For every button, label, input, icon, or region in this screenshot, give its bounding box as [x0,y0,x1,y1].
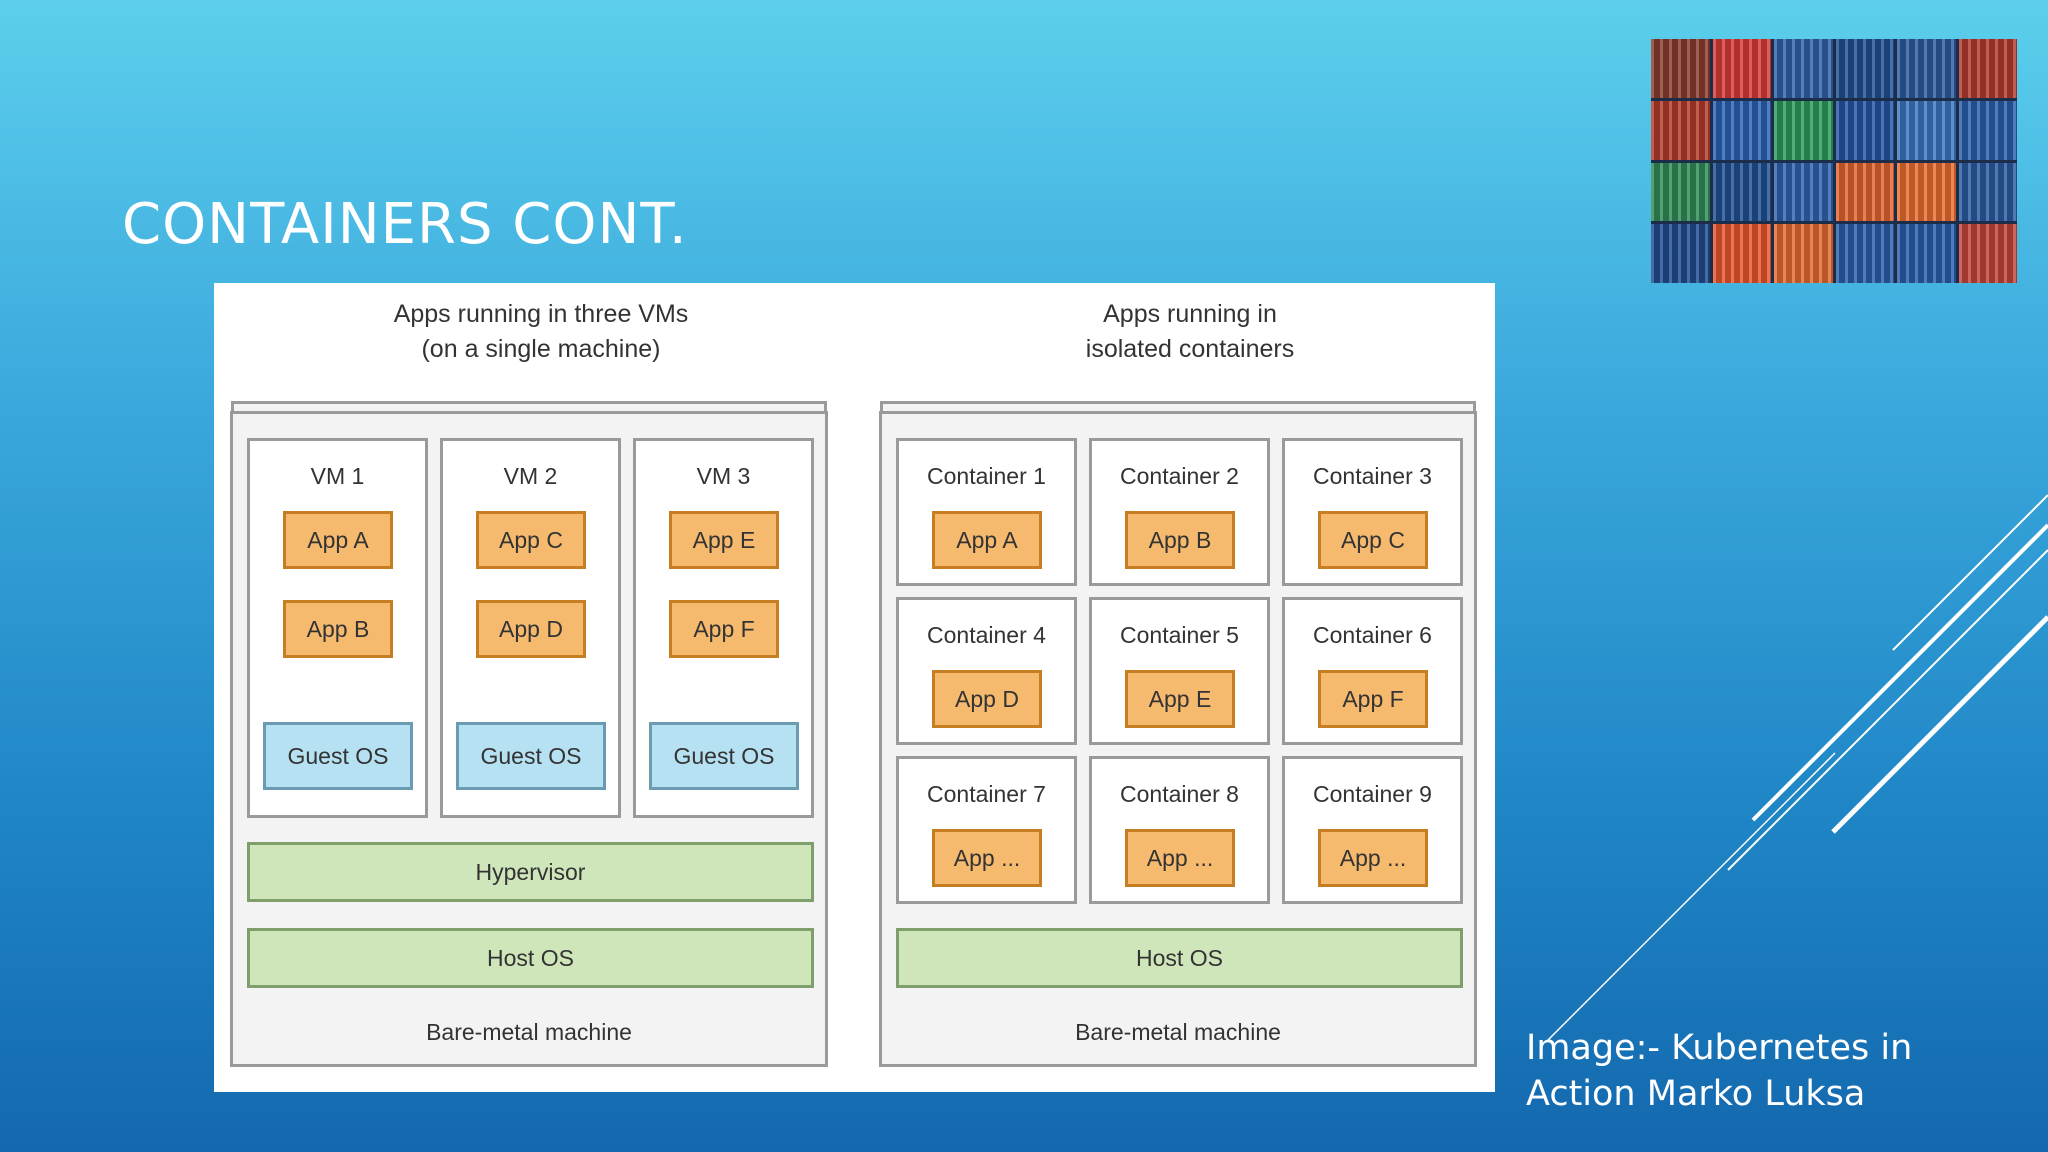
container-1-label: Container 1 [927,463,1046,489]
hypervisor-layer: Hypervisor [247,842,814,902]
container-6-app: App F [1318,670,1428,728]
container-8-box: Container 8 App ... [1089,756,1270,904]
shipping-containers-photo [1651,39,2017,283]
container-bare-metal-machine: Container 1 App A Container 2 App B Cont… [879,411,1477,1067]
vm-3-box: VM 3 App E App F Guest OS [633,438,814,818]
vm-2-app-2: App D [476,600,586,658]
container-machine-roof [880,401,1476,413]
vm-bare-metal-machine: VM 1 App A App B Guest OS VM 2 App C App… [230,411,828,1067]
container-caption-line1: Apps running in [1103,300,1277,328]
vm-3-app-2: App F [669,600,779,658]
container-caption-line2: isolated containers [1085,335,1295,363]
container-1-box: Container 1 App A [896,438,1077,586]
vm-caption-line2: (on a single machine) [421,335,661,363]
container-9-box: Container 9 App ... [1282,756,1463,904]
vm-side-caption: Apps running in three VMs (on a single m… [331,297,751,367]
vm-3-guest-os: Guest OS [649,722,799,790]
container-4-app: App D [932,670,1042,728]
container-1-app: App A [932,511,1042,569]
vm-2-box: VM 2 App C App D Guest OS [440,438,621,818]
container-2-label: Container 2 [1120,463,1239,489]
image-credit: Image:- Kubernetes in Action Marko Luksa [1526,1025,2026,1117]
container-host-os-layer: Host OS [896,928,1463,988]
vm-caption-line1: Apps running in three VMs [393,300,689,328]
vm-3-label: VM 3 [696,463,751,489]
container-5-box: Container 5 App E [1089,597,1270,745]
container-4-box: Container 4 App D [896,597,1077,745]
vm-2-app-1: App C [476,511,586,569]
container-7-label: Container 7 [927,781,1046,807]
vm-vs-containers-diagram: Apps running in three VMs (on a single m… [214,283,1495,1092]
vm-1-box: VM 1 App A App B Guest OS [247,438,428,818]
container-3-box: Container 3 App C [1282,438,1463,586]
container-7-app: App ... [932,829,1042,887]
vm-1-label: VM 1 [310,463,365,489]
vm-1-app-1: App A [283,511,393,569]
container-3-label: Container 3 [1313,463,1432,489]
credit-line-1: Image:- Kubernetes in [1526,1028,1913,1068]
container-6-box: Container 6 App F [1282,597,1463,745]
vm-machine-roof [231,401,827,413]
container-side-caption: Apps running in isolated containers [980,297,1400,367]
credit-line-2: Action Marko Luksa [1526,1074,1866,1114]
vm-1-guest-os: Guest OS [263,722,413,790]
container-8-app: App ... [1125,829,1235,887]
vm-2-guest-os: Guest OS [456,722,606,790]
vm-1-app-2: App B [283,600,393,658]
container-5-app: App E [1125,670,1235,728]
container-5-label: Container 5 [1120,622,1239,648]
container-2-app: App B [1125,511,1235,569]
vm-3-app-1: App E [669,511,779,569]
container-6-label: Container 6 [1313,622,1432,648]
container-8-label: Container 8 [1120,781,1239,807]
vm-host-os-layer: Host OS [247,928,814,988]
container-7-box: Container 7 App ... [896,756,1077,904]
container-bare-metal-label: Bare-metal machine [1075,1019,1281,1045]
container-2-box: Container 2 App B [1089,438,1270,586]
container-3-app: App C [1318,511,1428,569]
container-9-app: App ... [1318,829,1428,887]
slide-title: CONTAINERS CONT. [122,192,688,257]
vm-2-label: VM 2 [503,463,558,489]
container-9-label: Container 9 [1313,781,1432,807]
vm-bare-metal-label: Bare-metal machine [426,1019,632,1045]
container-4-label: Container 4 [927,622,1046,648]
